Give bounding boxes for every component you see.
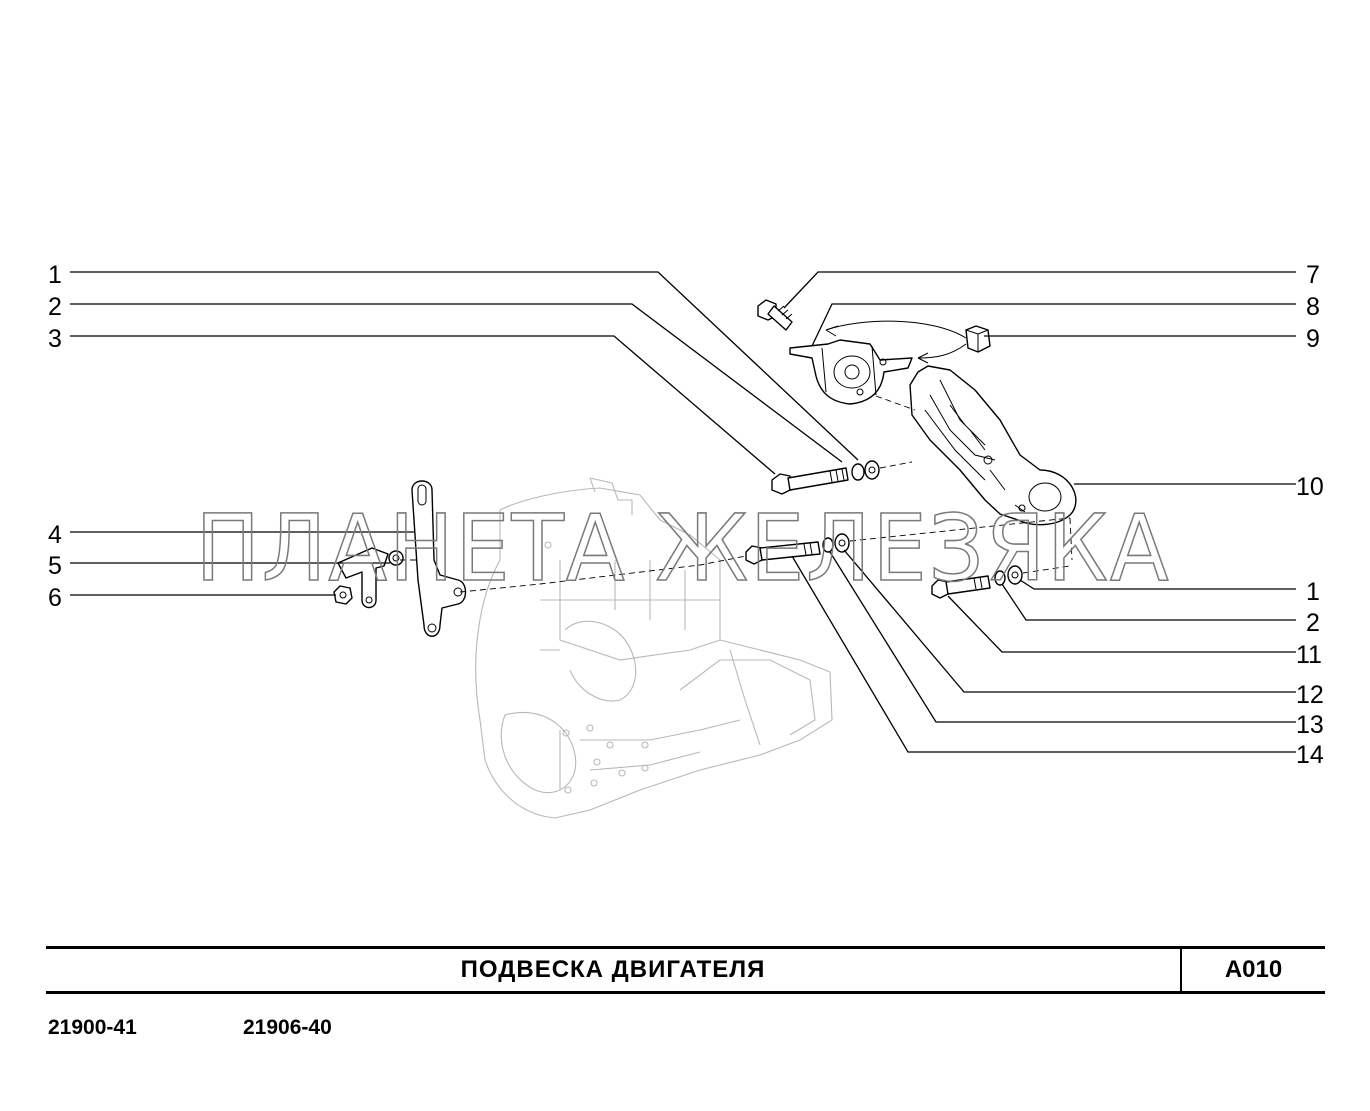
model-code-2: 21906-40 <box>243 1016 332 1039</box>
callout-2-left: 2 <box>48 293 62 321</box>
callout-10: 10 <box>1296 473 1324 501</box>
callout-5: 5 <box>48 552 62 580</box>
callout-3-left: 3 <box>48 325 62 353</box>
callout-1-right: 1 <box>1306 578 1320 606</box>
diagram-title: ПОДВЕСКА ДВИГАТЕЛЯ <box>460 956 766 983</box>
callout-11: 11 <box>1296 641 1322 669</box>
part-4-bracket <box>411 480 467 637</box>
callout-7: 7 <box>1306 261 1320 289</box>
part-11-bolt-lower <box>931 565 1071 599</box>
title-block: ПОДВЕСКА ДВИГАТЕЛЯ A010 <box>46 946 1325 994</box>
callout-14: 14 <box>1296 741 1324 769</box>
sheet-code: A010 <box>1224 956 1283 983</box>
part-3-bolt-upper <box>771 460 913 495</box>
part-7-bolt <box>757 299 793 331</box>
callout-1-left: 1 <box>48 261 62 289</box>
callout-6: 6 <box>48 584 62 612</box>
leader-lines <box>70 271 1296 753</box>
callout-2-right: 2 <box>1306 609 1320 637</box>
callout-4: 4 <box>48 521 62 549</box>
part-9-nut <box>825 320 991 364</box>
part-14-bolt-middle <box>745 517 1073 565</box>
callout-9: 9 <box>1306 325 1320 353</box>
watermark: ПЛАНЕТА ЖЕЛЕЗЯКА <box>196 495 1171 602</box>
callout-12: 12 <box>1296 681 1324 709</box>
assembly-dashed-lines <box>400 395 916 593</box>
model-code-1: 21900-41 <box>48 1016 137 1039</box>
part-6-nut <box>333 585 353 605</box>
title-divider <box>1180 949 1182 991</box>
part-10-large-bracket <box>909 365 1077 526</box>
callout-13: 13 <box>1296 711 1324 739</box>
engine-outline <box>475 477 833 819</box>
callout-8: 8 <box>1306 293 1320 321</box>
part-8-support-bracket <box>789 339 913 405</box>
